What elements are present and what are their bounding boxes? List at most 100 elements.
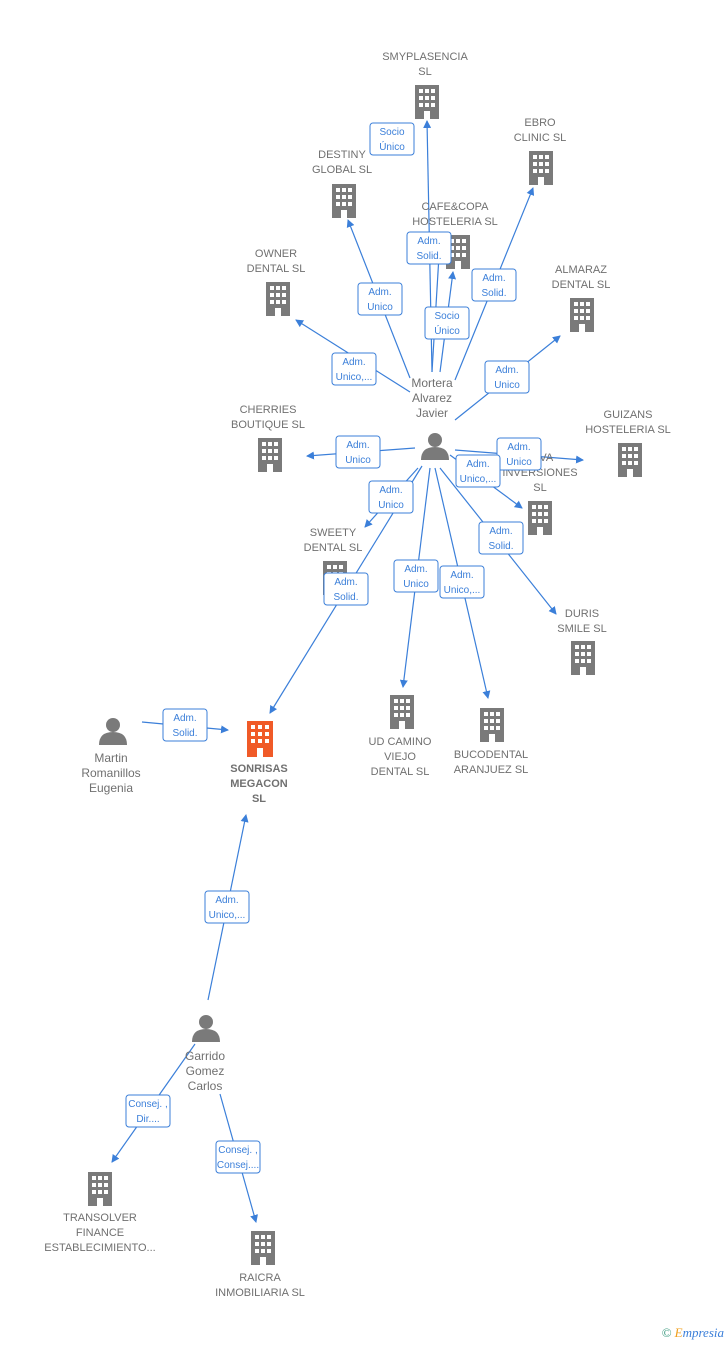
relation-label: Unico bbox=[367, 302, 393, 313]
company-label: DENTAL SL bbox=[304, 542, 363, 554]
relation-label: Adm. bbox=[342, 357, 365, 368]
relation-label: Solid. bbox=[333, 592, 358, 603]
relation-badge[interactable]: Adm. Unico,... bbox=[331, 352, 377, 386]
building-icon bbox=[415, 85, 439, 119]
relation-label: Único bbox=[434, 324, 460, 337]
relation-label: Unico bbox=[506, 457, 532, 468]
relation-label: Solid. bbox=[481, 288, 506, 299]
person-label: Martin bbox=[94, 751, 127, 765]
company-label: SL bbox=[252, 793, 266, 805]
company-node-transolver[interactable]: TRANSOLVERFINANCEESTABLECIMIENTO... bbox=[44, 1172, 156, 1254]
person-icon bbox=[421, 433, 449, 460]
relation-label: Solid. bbox=[416, 251, 441, 262]
company-label: SL bbox=[418, 66, 431, 78]
building-icon bbox=[258, 438, 282, 472]
relations-layer: SocioÚnicoAdm.Solid.Adm.Solid.Adm.UnicoS… bbox=[125, 122, 542, 1174]
relation-badge[interactable]: Adm. Solid. bbox=[406, 231, 452, 265]
company-label: SONRISAS bbox=[230, 763, 287, 775]
company-label: HOSTELERIA SL bbox=[412, 216, 498, 228]
relation-label: Adm. bbox=[379, 485, 402, 496]
relation-label: Adm. bbox=[450, 570, 473, 581]
relation-label: Adm. bbox=[334, 577, 357, 588]
building-icon bbox=[528, 501, 552, 535]
relation-badge[interactable]: Adm. Solid. bbox=[478, 521, 524, 555]
relation-badge[interactable]: Adm.Unico bbox=[496, 437, 542, 471]
person-label: Gomez bbox=[186, 1064, 225, 1078]
person-icon bbox=[99, 718, 127, 745]
company-label: DENTAL SL bbox=[371, 766, 430, 778]
company-label: SL bbox=[533, 482, 546, 494]
building-icon bbox=[251, 1231, 275, 1265]
company-label: RAICRA bbox=[239, 1272, 281, 1284]
relation-badge[interactable]: Consej. ,Consej.... bbox=[215, 1140, 261, 1174]
building-icon bbox=[266, 282, 290, 316]
building-icon bbox=[570, 298, 594, 332]
person-label: Carlos bbox=[188, 1079, 223, 1093]
relation-box bbox=[331, 352, 377, 386]
relation-badge[interactable]: Adm.Unico,... bbox=[439, 565, 485, 599]
relation-label: Adm. bbox=[173, 713, 196, 724]
relation-box bbox=[393, 559, 439, 593]
relation-badge[interactable]: Adm.Solid. bbox=[162, 708, 208, 742]
relation-label: Consej. , bbox=[218, 1145, 257, 1156]
company-label: DESTINY bbox=[318, 149, 366, 161]
relation-badge[interactable]: Adm.Unico bbox=[357, 282, 403, 316]
company-node-cafecopa[interactable]: CAFE&COPA HOSTELERIA SL bbox=[412, 201, 498, 269]
building-icon bbox=[88, 1172, 112, 1206]
relation-label: Adm. bbox=[215, 895, 238, 906]
company-node-smyplasencia[interactable]: SMYPLASENCIA SL bbox=[382, 51, 468, 119]
relation-badge[interactable]: Consej. ,Dir.... bbox=[125, 1094, 171, 1128]
relation-badge[interactable]: Adm.Unico bbox=[335, 435, 381, 469]
person-label: Romanillos bbox=[81, 766, 140, 780]
relation-label: Unico bbox=[345, 455, 371, 466]
relation-box bbox=[484, 360, 530, 394]
company-label: FINANCE bbox=[76, 1227, 124, 1239]
company-label: GUIZANS bbox=[604, 409, 653, 421]
relation-box bbox=[406, 231, 452, 265]
relation-box bbox=[204, 890, 250, 924]
relation-badge[interactable]: Adm.Unico bbox=[484, 360, 530, 394]
relation-label: Unico,... bbox=[336, 372, 373, 383]
person-label: Javier bbox=[416, 406, 448, 420]
relation-badge[interactable]: Adm.Unico,... bbox=[204, 890, 250, 924]
relation-badge[interactable]: Adm. Unico bbox=[368, 480, 414, 514]
company-label: CAFE&COPA bbox=[421, 201, 489, 213]
company-label: DURIS bbox=[565, 608, 599, 620]
person-icon bbox=[192, 1015, 220, 1042]
company-label: TRANSOLVER bbox=[63, 1212, 137, 1224]
company-label: SMYPLASENCIA bbox=[382, 51, 468, 63]
relation-box bbox=[471, 268, 517, 302]
relation-badge[interactable]: Adm.Solid. bbox=[471, 268, 517, 302]
empresia-logo: ©Empresia bbox=[661, 1325, 724, 1340]
person-label: Mortera bbox=[411, 376, 453, 390]
relation-badge[interactable]: Adm.Unico,... bbox=[455, 454, 501, 488]
company-label: EBRO bbox=[524, 117, 556, 129]
relation-label: Adm. bbox=[489, 526, 512, 537]
relation-box bbox=[368, 480, 414, 514]
person-label: Garrido bbox=[185, 1049, 225, 1063]
relation-label: Unico bbox=[378, 500, 404, 511]
relation-label: Solid. bbox=[488, 541, 513, 552]
relation-badge[interactable]: Adm.Unico bbox=[393, 559, 439, 593]
relation-label: Único bbox=[379, 140, 405, 153]
relation-badge[interactable]: Adm. Solid. bbox=[323, 572, 369, 606]
relation-label: Adm. bbox=[417, 236, 440, 247]
